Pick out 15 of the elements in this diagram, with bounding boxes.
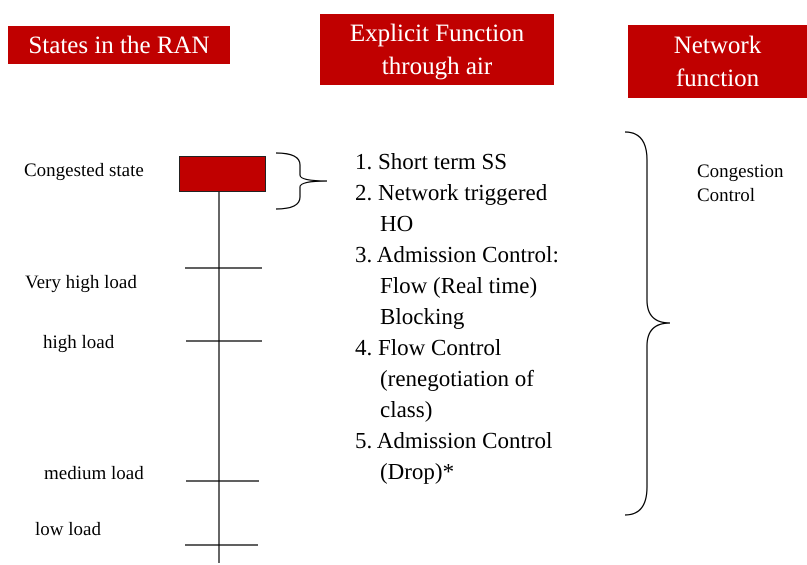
load-level-label: medium load bbox=[44, 463, 144, 485]
load-level-label: Very high load bbox=[25, 272, 137, 294]
list-item: 1. Short term SS bbox=[355, 148, 508, 176]
list-item: 5. Admission Control (Drop)* bbox=[355, 427, 554, 486]
load-level-label: low load bbox=[35, 519, 101, 541]
list-item: 4. Flow Control (renegotiation of class) bbox=[355, 334, 535, 424]
list-item: 2. Network triggered HO bbox=[355, 179, 548, 238]
state-label: Congested state bbox=[24, 160, 144, 182]
header-box: States in the RAN bbox=[8, 26, 230, 64]
function-label: Congestion Control bbox=[697, 160, 785, 208]
state-block bbox=[179, 156, 266, 192]
header-box: Network function bbox=[628, 25, 807, 98]
header-box: Explicit Function through air bbox=[320, 14, 554, 85]
list-item: 3. Admission Control: Flow (Real time) Blocking bbox=[355, 241, 560, 331]
load-level-label: high load bbox=[43, 332, 114, 354]
